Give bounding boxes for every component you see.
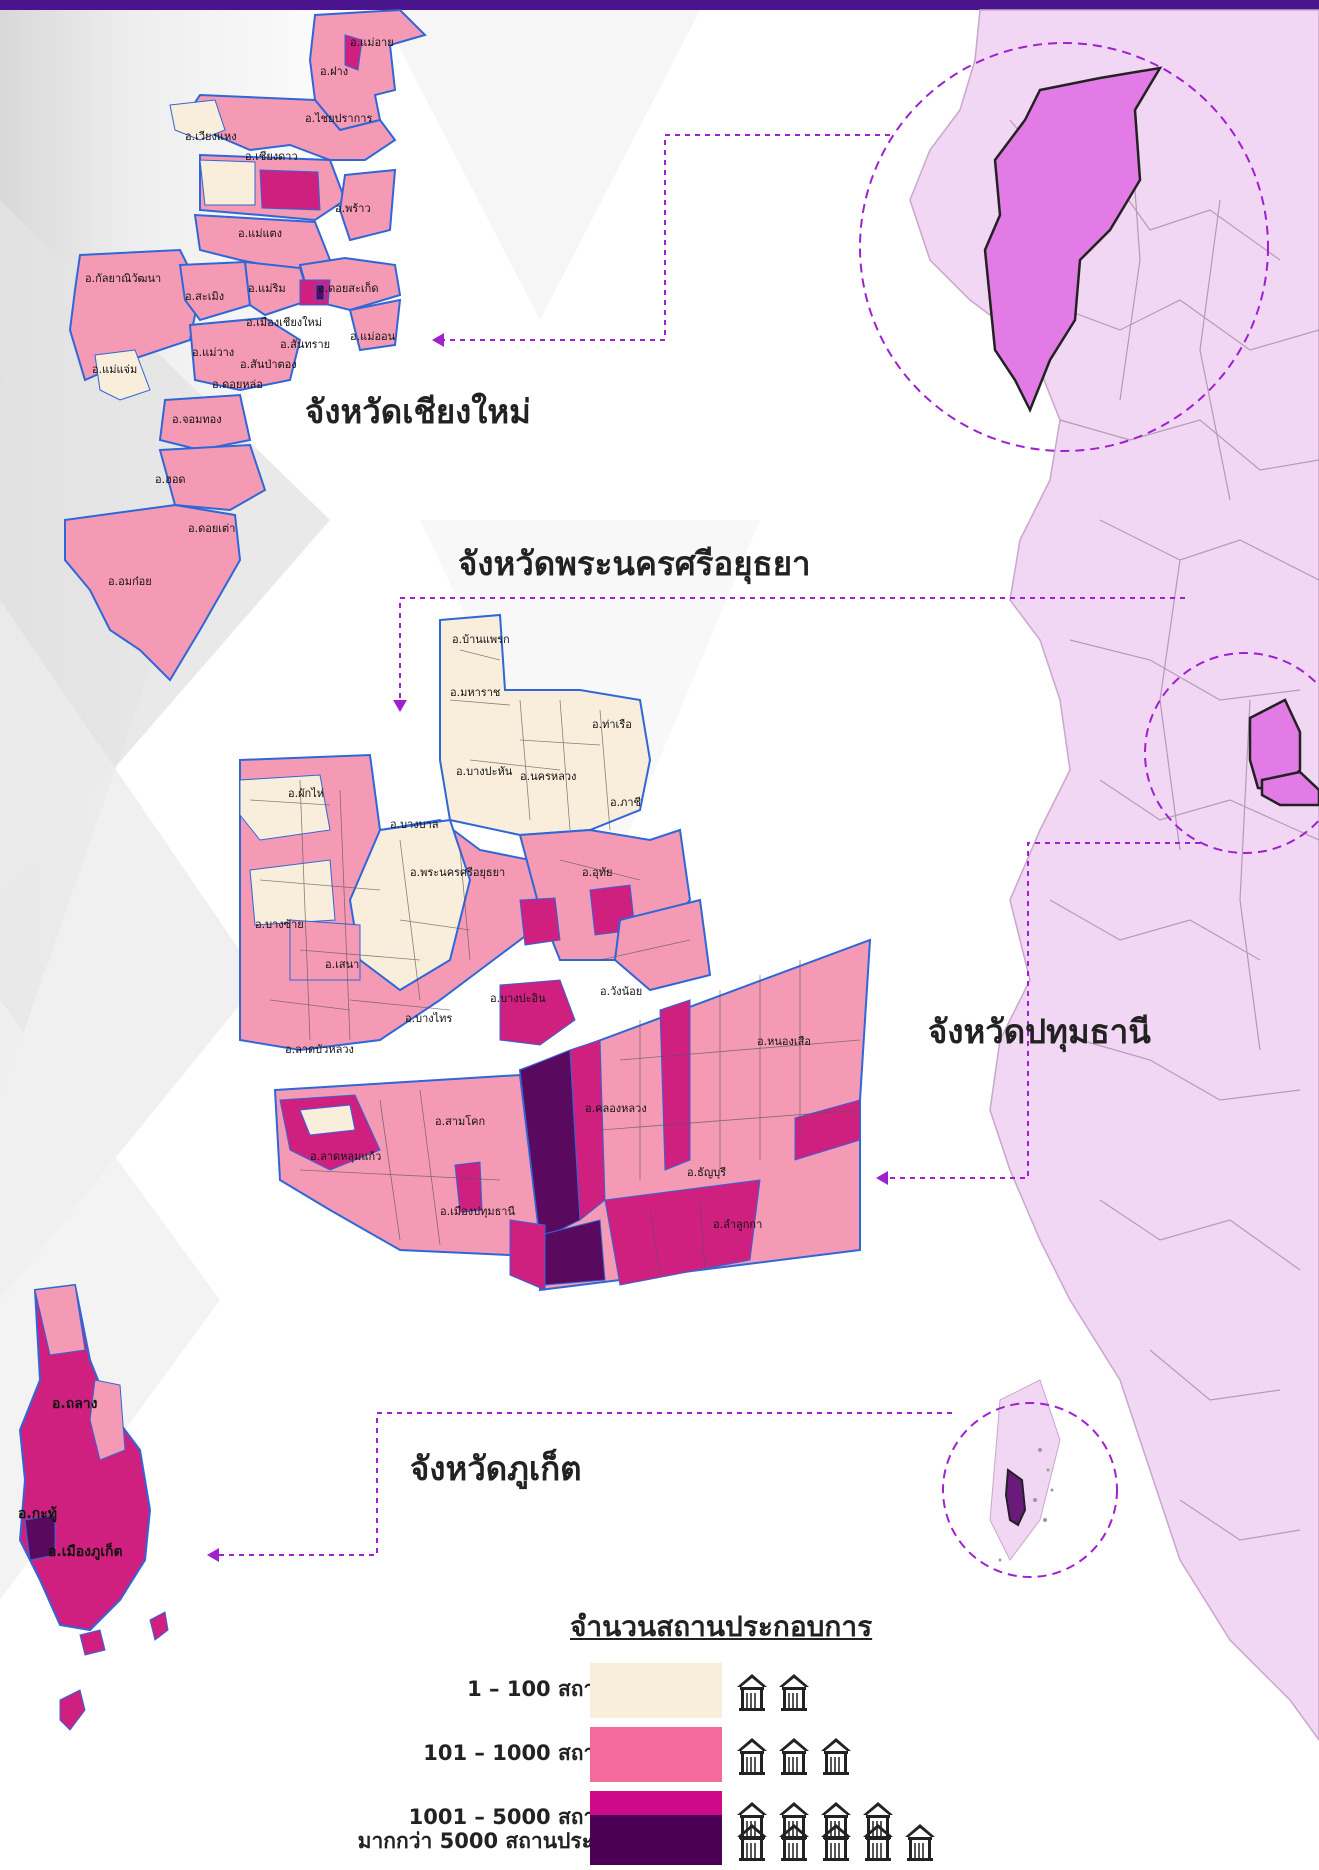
callout-arrows — [207, 333, 888, 1562]
thailand-south-tail — [989, 1379, 1061, 1561]
district-label: อ.ไชยปราการ — [305, 112, 372, 125]
legend-swatch — [590, 1815, 722, 1865]
zoom-circle-central — [1144, 652, 1319, 854]
pathum-labels: อ.หนองเสือ อ.คลองหลวง อ.สามโคก อ.ลาดหลุม… — [310, 1035, 811, 1231]
district-label: อ.วังน้อย — [600, 985, 642, 998]
pathum-subdistricts — [299, 960, 861, 1276]
district-label: อ.ดอยเต่า — [188, 522, 235, 535]
shop-icon — [779, 1824, 809, 1861]
district-label: อ.แม่ออน — [350, 330, 396, 343]
shop-icon — [779, 1738, 809, 1775]
district-label: อ.ภาชี — [610, 796, 641, 809]
district-label: อ.พระนครศรีอยุธยา — [410, 866, 505, 879]
title-chiang-mai: จังหวัดเชียงใหม่ — [305, 392, 531, 431]
legend-row: 101 – 1000 สถานประกอบการ — [150, 1727, 1050, 1782]
chiang-mai-detail-map — [64, 8, 427, 682]
district-label: อ.หนองเสือ — [757, 1035, 811, 1048]
district-label: อ.ถลาง — [52, 1396, 98, 1412]
district-label: อ.บางซ้าย — [255, 918, 304, 931]
district-label: อ.จอมทอง — [172, 413, 222, 426]
thailand-map — [909, 9, 1319, 1742]
district-label: อ.ลาดหลุมแก้ว — [310, 1150, 381, 1163]
shop-icon — [905, 1824, 935, 1861]
district-label: อ.แม่อาย — [350, 36, 394, 49]
title-pathum-thani: จังหวัดปทุมธานี — [928, 1012, 1151, 1051]
title-ayutthaya: จังหวัดพระนครศรีอยุธยา — [458, 544, 811, 583]
district-label: อ.เสนา — [325, 958, 359, 971]
district-label: อ.ฝาง — [320, 65, 348, 78]
zoom-circle-phuket — [942, 1402, 1118, 1578]
header-bar — [0, 0, 1319, 10]
district-label: อ.บางปะหัน — [456, 765, 513, 778]
thailand-outline — [909, 9, 1319, 1742]
ayutthaya-detail-map — [239, 613, 712, 1052]
shop-icon — [821, 1824, 851, 1861]
district-label: อ.สันทราย — [280, 338, 330, 351]
district-label: อ.ลำลูกกา — [713, 1218, 762, 1231]
district-label: อ.แม่แจ่ม — [92, 363, 137, 376]
ayutthaya-subdistricts — [249, 649, 691, 1041]
shop-icon — [863, 1824, 893, 1861]
legend-swatch — [590, 1727, 722, 1782]
district-label: อ.บางไทร — [405, 1012, 452, 1025]
title-phuket: จังหวัดภูเก็ต — [410, 1449, 582, 1488]
district-label: อ.เมืองปทุมธานี — [440, 1205, 515, 1218]
district-label: อ.ฮอด — [155, 473, 186, 486]
zoom-circle-chiang-mai — [859, 42, 1269, 452]
legend-row: มากกว่า 5000 สถานประกอบการขึ้นไป — [150, 1815, 1050, 1865]
legend: จำนวนสถานประกอบการ 1 – 100 สถานประกอบการ… — [150, 1605, 1050, 1865]
legend-row: 1 – 100 สถานประกอบการ — [150, 1663, 1050, 1718]
district-label: อ.บางปะอิน — [490, 992, 546, 1005]
district-label: อ.แม่วาง — [192, 346, 234, 359]
shop-icon — [779, 1674, 809, 1711]
chiang-mai-labels: อ.แม่อาย อ.ฝาง อ.ไชยปราการ อ.เวียงแหง อ.… — [85, 36, 396, 588]
district-label: อ.ดอยสะเก็ด — [318, 281, 378, 295]
district-label: อ.บ้านแพรก — [452, 633, 510, 646]
district-label: อ.กะทู้ — [18, 1506, 57, 1522]
district-label: อ.สามโคก — [435, 1114, 485, 1128]
district-label: อ.แม่แตง — [238, 227, 282, 240]
legend-swatch — [590, 1663, 722, 1718]
district-label: อ.นครหลวง — [520, 770, 576, 783]
district-label: อ.สะเมิง — [185, 290, 224, 303]
district-label: อ.ท่าเรือ — [592, 718, 632, 731]
shop-icon — [821, 1738, 851, 1775]
phuket-detail-map — [18, 1283, 169, 1731]
district-label: อ.ผักไห่ — [288, 787, 324, 800]
district-label: อ.สันป่าตอง — [240, 358, 297, 371]
district-label: อ.กัลยาณิวัฒนา — [85, 272, 161, 285]
district-label: อ.แม่ริม — [248, 282, 286, 295]
shop-icon — [737, 1738, 767, 1775]
background-pattern — [0, 10, 760, 1600]
callout-lines — [215, 134, 1200, 1556]
chiang-mai-highlight — [983, 66, 1163, 414]
district-label: อ.อุทัย — [582, 866, 612, 879]
pathum-thani-detail-map — [273, 938, 872, 1292]
district-label: อ.เวียงแหง — [185, 130, 237, 143]
legend-icons — [735, 1735, 853, 1777]
district-label: อ.พร้าว — [335, 202, 371, 215]
district-label: อ.ดอยหล่อ — [212, 378, 263, 391]
district-label: อ.มหาราช — [450, 686, 500, 699]
legend-title: จำนวนสถานประกอบการ — [570, 1610, 873, 1643]
district-label: อ.เชียงดาว — [245, 150, 298, 163]
district-label: อ.เมืองเชียงใหม่ — [246, 316, 322, 329]
legend-icons — [735, 1821, 937, 1863]
shop-icon — [737, 1674, 767, 1711]
ayutthaya-labels: อ.บ้านแพรก อ.มหาราช อ.ท่าเรือ อ.ผักไห่ อ… — [255, 633, 642, 1056]
district-label: อ.บางบาล — [390, 818, 439, 831]
central-highlight-2 — [1260, 770, 1319, 807]
legend-icons — [735, 1671, 811, 1713]
district-label: อ.ธัญบุรี — [687, 1166, 726, 1179]
shop-icon — [737, 1824, 767, 1861]
district-label: อ.ลาดบัวหลวง — [285, 1043, 354, 1056]
zoom-circles — [859, 42, 1319, 1578]
district-label: อ.คลองหลวง — [585, 1102, 647, 1115]
district-label: อ.เมืองภูเก็ต — [48, 1542, 123, 1560]
phuket-highlight — [1004, 1468, 1027, 1527]
phuket-labels: อ.ถลาง อ.กะทู้ อ.เมืองภูเก็ต — [18, 1396, 123, 1560]
district-label: อ.อมก๋อย — [108, 575, 152, 588]
